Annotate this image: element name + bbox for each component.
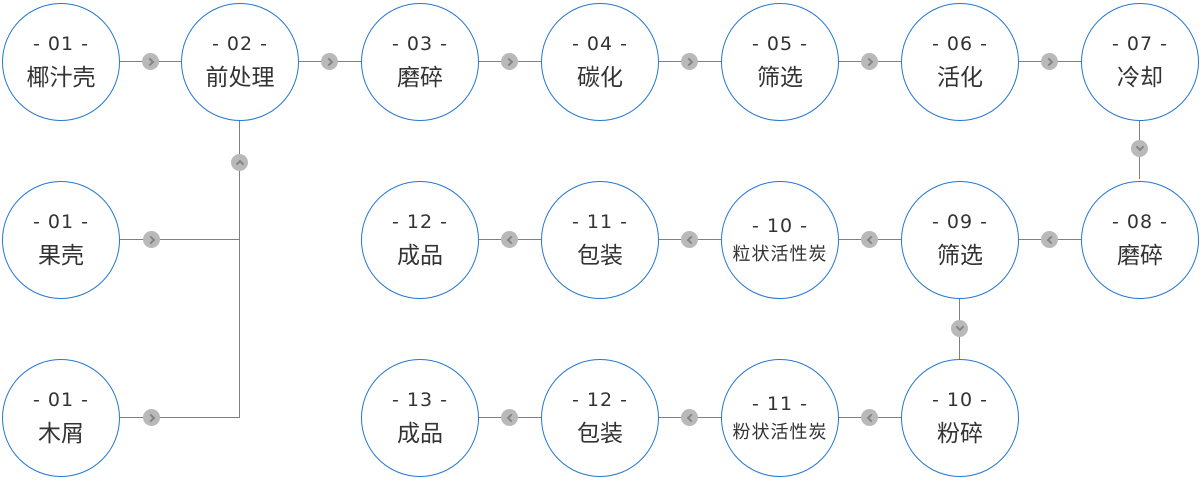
flow-node-01-nut-shell: - 01 - 果壳: [2, 181, 120, 299]
node-label: 成品: [397, 242, 443, 269]
arrow-left-icon: [501, 231, 518, 248]
flow-node-08-grinding: - 08 - 磨碎: [1081, 181, 1199, 299]
node-label: 磨碎: [397, 64, 443, 91]
node-number: - 04 -: [572, 32, 628, 55]
node-number: - 05 -: [752, 32, 808, 55]
node-label: 成品: [397, 420, 443, 447]
chevron-shape: [506, 235, 515, 244]
flow-node-11-powdered-activated-carbon: - 11 - 粉状活性炭: [721, 359, 839, 477]
node-number: - 10 -: [752, 214, 808, 237]
chevron-shape: [684, 57, 693, 66]
flow-node-12-packaging-powder: - 12 - 包装: [541, 359, 659, 477]
flow-node-11-packaging-granular: - 11 - 包装: [541, 181, 659, 299]
chevron-shape: [235, 159, 244, 169]
node-number: - 09 -: [932, 210, 988, 233]
node-number: - 01 -: [33, 32, 89, 55]
node-number: - 12 -: [392, 210, 448, 233]
node-number: - 08 -: [1112, 210, 1168, 233]
node-number: - 01 -: [33, 388, 89, 411]
node-label: 筛选: [757, 64, 803, 91]
flow-node-13-finished-product-powder: - 13 - 成品: [361, 359, 479, 477]
arrow-left-icon: [861, 409, 878, 426]
flow-node-01-sawdust: - 01 - 木屑: [2, 359, 120, 477]
flow-node-10-crushing: - 10 - 粉碎: [901, 359, 1019, 477]
node-label: 磨碎: [1117, 242, 1163, 269]
node-label: 椰汁壳: [26, 64, 96, 91]
node-number: - 01 -: [33, 210, 89, 233]
node-number: - 11 -: [752, 392, 808, 415]
node-number: - 13 -: [392, 388, 448, 411]
chevron-shape: [506, 413, 515, 422]
node-label: 包装: [577, 242, 623, 269]
node-label: 粉状活性炭: [732, 421, 828, 443]
arrow-down-icon: [951, 320, 968, 337]
chevron-shape: [866, 235, 875, 244]
node-label: 碳化: [577, 64, 623, 91]
chevron-shape: [1046, 235, 1055, 244]
chevron-shape: [145, 57, 154, 66]
arrow-right-icon: [143, 231, 160, 248]
node-number: - 11 -: [572, 210, 628, 233]
flow-node-04-carbonization: - 04 - 碳化: [541, 3, 659, 121]
flow-node-12-finished-product-granular: - 12 - 成品: [361, 181, 479, 299]
node-label: 冷却: [1117, 64, 1163, 91]
node-label: 粉碎: [937, 420, 983, 447]
node-label: 粒状活性炭: [732, 243, 828, 265]
arrow-down-icon: [1131, 140, 1148, 157]
flow-node-09-screening: - 09 - 筛选: [901, 181, 1019, 299]
flow-node-10-granular-activated-carbon: - 10 - 粒状活性炭: [721, 181, 839, 299]
chevron-shape: [146, 413, 155, 422]
arrow-left-icon: [861, 231, 878, 248]
flow-line-pretreatment-branch: [239, 121, 240, 418]
arrow-right-icon: [861, 53, 878, 70]
arrow-left-icon: [681, 409, 698, 426]
arrow-right-icon: [142, 53, 159, 70]
chevron-shape: [146, 235, 155, 244]
flow-node-06-activation: - 06 - 活化: [901, 3, 1019, 121]
node-number: - 10 -: [932, 388, 988, 411]
arrow-left-icon: [681, 231, 698, 248]
node-label: 筛选: [937, 242, 983, 269]
flow-line: [120, 239, 240, 240]
flow-node-02-pretreatment: - 02 - 前处理: [181, 3, 299, 121]
arrow-right-icon: [501, 53, 518, 70]
node-label: 包装: [577, 420, 623, 447]
node-number: - 12 -: [572, 388, 628, 411]
arrow-right-icon: [1041, 53, 1058, 70]
chevron-shape: [955, 322, 964, 332]
chevron-shape: [324, 57, 333, 66]
arrow-left-icon: [501, 409, 518, 426]
chevron-shape: [1135, 142, 1144, 152]
chevron-shape: [864, 57, 873, 66]
node-number: - 03 -: [392, 32, 448, 55]
node-label: 果壳: [38, 242, 84, 269]
arrow-left-icon: [1041, 231, 1058, 248]
node-label: 活化: [937, 64, 983, 91]
node-label: 前处理: [205, 64, 275, 91]
node-number: - 06 -: [932, 32, 988, 55]
node-number: - 07 -: [1112, 32, 1168, 55]
arrow-right-icon: [681, 53, 698, 70]
flow-node-05-screening: - 05 - 筛选: [721, 3, 839, 121]
flow-line: [120, 417, 240, 418]
arrow-right-icon: [143, 409, 160, 426]
chevron-shape: [866, 413, 875, 422]
chevron-shape: [686, 235, 695, 244]
arrow-up-icon: [231, 154, 248, 171]
arrow-right-icon: [321, 53, 338, 70]
chevron-shape: [504, 57, 513, 66]
flow-node-03-grinding: - 03 - 磨碎: [361, 3, 479, 121]
node-label: 木屑: [38, 420, 84, 447]
chevron-shape: [686, 413, 695, 422]
chevron-shape: [1044, 57, 1053, 66]
flow-node-07-cooling: - 07 - 冷却: [1081, 3, 1199, 121]
node-number: - 02 -: [212, 32, 268, 55]
flow-node-01-coconut-shell: - 01 - 椰汁壳: [2, 3, 120, 121]
